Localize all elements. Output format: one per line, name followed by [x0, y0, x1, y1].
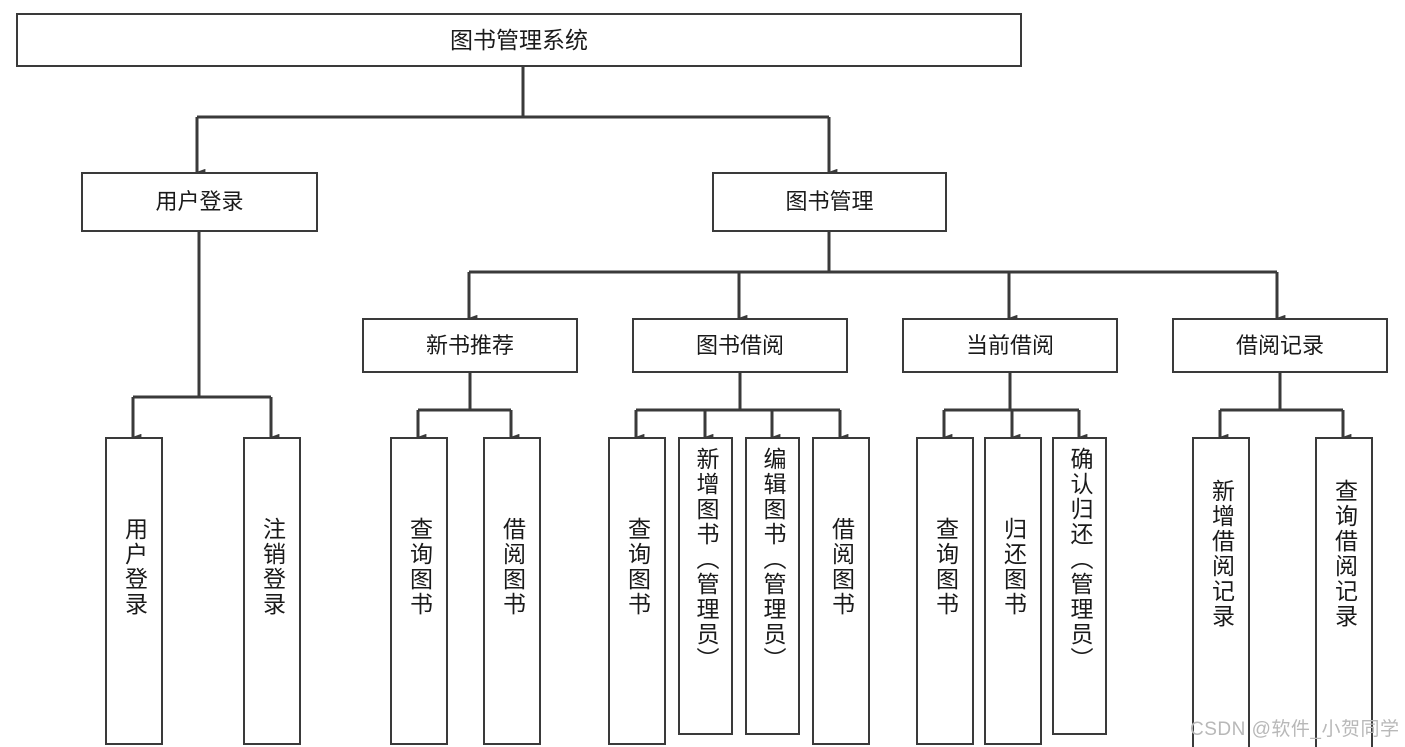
- node-label: 借阅图书: [499, 517, 526, 617]
- node-leaf-user-logout[interactable]: 注销登录: [243, 437, 301, 745]
- node-leaf-query-borrow-record[interactable]: 查询借阅记录: [1315, 437, 1373, 747]
- node-label: 用户登录: [155, 189, 244, 215]
- node-leaf-add-borrow-record[interactable]: 新增借阅记录: [1192, 437, 1250, 747]
- node-label: 编辑图书（管理员）: [760, 447, 786, 672]
- node-label: 用户登录: [121, 517, 148, 617]
- node-leaf-confirm-return-admin[interactable]: 确认归还（管理员）: [1052, 437, 1107, 735]
- node-leaf-borrow-book[interactable]: 借阅图书: [812, 437, 870, 745]
- node-leaf-user-login[interactable]: 用户登录: [105, 437, 163, 745]
- node-leaf-borrow-query-book[interactable]: 查询图书: [608, 437, 666, 745]
- node-leaf-add-book-admin[interactable]: 新增图书（管理员）: [678, 437, 733, 735]
- node-current-borrow[interactable]: 当前借阅: [902, 318, 1118, 373]
- node-label: 图书借阅: [695, 332, 784, 358]
- node-root[interactable]: 图书管理系统: [16, 13, 1022, 67]
- node-label: 归还图书: [1000, 517, 1027, 617]
- node-label: 查询图书: [624, 517, 651, 617]
- node-label: 借阅图书: [828, 517, 855, 617]
- node-leaf-return-book[interactable]: 归还图书: [984, 437, 1042, 745]
- node-leaf-rec-borrow-book[interactable]: 借阅图书: [483, 437, 541, 745]
- node-leaf-edit-book-admin[interactable]: 编辑图书（管理员）: [745, 437, 800, 735]
- node-label: 新增图书（管理员）: [693, 447, 719, 672]
- node-label: 新增借阅记录: [1208, 479, 1235, 629]
- node-book-manage[interactable]: 图书管理: [712, 172, 947, 232]
- node-leaf-rec-query-book[interactable]: 查询图书: [390, 437, 448, 745]
- node-label: 查询图书: [932, 517, 959, 617]
- node-label: 查询图书: [406, 517, 433, 617]
- node-label: 借阅记录: [1235, 332, 1324, 358]
- node-label: 查询借阅记录: [1331, 479, 1358, 629]
- node-label: 注销登录: [259, 517, 286, 617]
- node-borrow-record[interactable]: 借阅记录: [1172, 318, 1388, 373]
- node-label: 图书管理系统: [450, 26, 588, 53]
- node-user-login[interactable]: 用户登录: [81, 172, 318, 232]
- node-label: 当前借阅: [965, 332, 1054, 358]
- node-book-borrow[interactable]: 图书借阅: [632, 318, 848, 373]
- node-label: 确认归还（管理员）: [1067, 447, 1093, 672]
- node-label: 图书管理: [785, 189, 874, 215]
- node-label: 新书推荐: [425, 332, 514, 358]
- node-new-book-rec[interactable]: 新书推荐: [362, 318, 578, 373]
- watermark: CSDN @软件_小贺同学: [1190, 719, 1400, 740]
- node-leaf-cur-query-book[interactable]: 查询图书: [916, 437, 974, 745]
